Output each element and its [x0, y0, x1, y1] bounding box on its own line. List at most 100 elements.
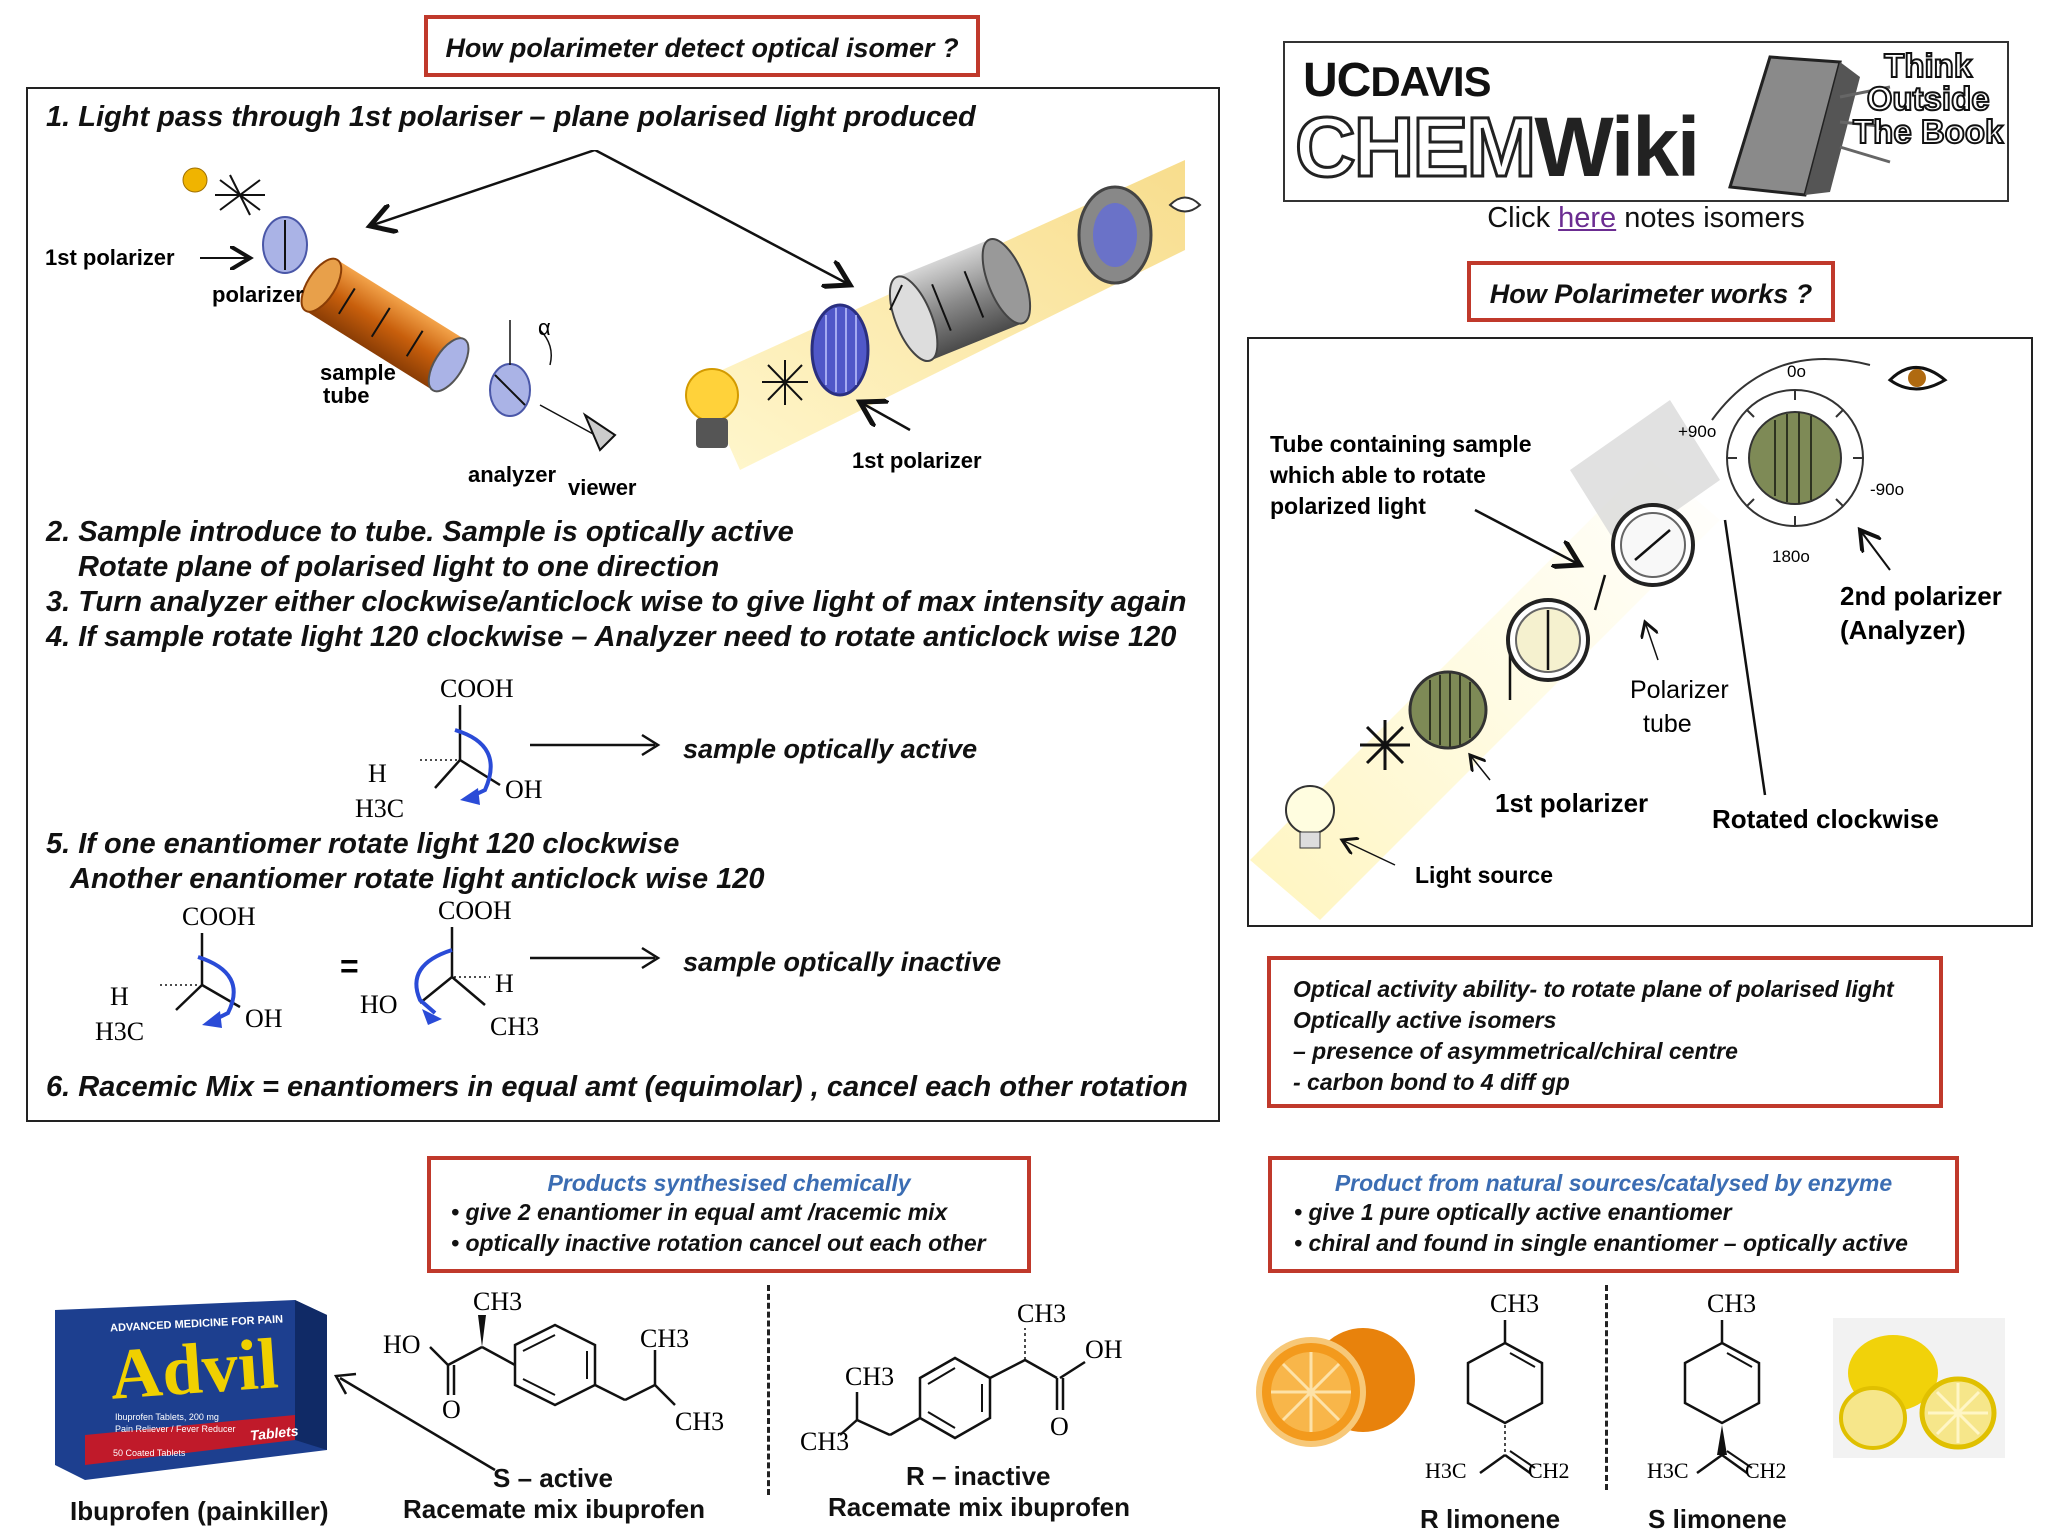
first-polarizer-label-right: 1st polarizer [852, 448, 982, 473]
click-pre: Click [1487, 202, 1559, 234]
rlim-h3c: H3C [1425, 1458, 1467, 1480]
mol1-h3c: H3C [355, 794, 404, 823]
think-outside-book-icon [1728, 55, 1891, 197]
step-6: 6. Racemic Mix = enantiomers in equal am… [46, 1071, 1188, 1103]
analyzer-note-1: 2nd polarizer [1840, 581, 2002, 611]
r-ibuprofen-structure: CH3 CH3 CH3 O OH [800, 1299, 1123, 1456]
polarizer-tube-note-1: Polarizer [1630, 676, 1729, 704]
advil-small-1: Ibuprofen Tablets, 200 mg [115, 1412, 219, 1422]
light-source-bulb-icon [1285, 785, 1335, 835]
chemwiki-logo[interactable]: UCDAVIS CHEMWiki Think Outside The Book [1283, 41, 2009, 202]
tube-note-1: Tube containing sample [1270, 431, 1532, 457]
blue-polarizer-disc [810, 303, 870, 397]
s-active-label: S – active [493, 1463, 613, 1493]
mol3-h: H [495, 969, 514, 998]
orange-image [1256, 1328, 1415, 1447]
mol2-cooh: COOH [182, 902, 256, 931]
left-title-box: How polarimeter detect optical isomer ? [424, 15, 980, 77]
logo-davis: DAVIS [1370, 58, 1491, 105]
tube-note-3: polarized light [1270, 493, 1426, 519]
definition-line-2: Optically active isomers [1293, 1007, 1557, 1033]
logo-uc: UC [1303, 54, 1371, 107]
r-ibu-ch3-b: CH3 [845, 1362, 894, 1391]
left-title: How polarimeter detect optical isomer ? [445, 33, 959, 63]
polarimeter-apparatus-diagram: α 1st polarizer polarizer sample tube an… [45, 150, 1202, 500]
step-5b: Another enantiomer rotate light anticloc… [70, 863, 765, 895]
slim-ch3: CH3 [1707, 1289, 1756, 1318]
equals-sign: = [340, 948, 359, 984]
step-2a: 2. Sample introduce to tube. Sample is o… [46, 516, 794, 548]
synthetic-heading: Products synthesised chemically [547, 1170, 911, 1196]
enantiomer-molecule-1: COOH H OH H3C [355, 674, 543, 823]
arrow-to-advil [333, 1372, 496, 1472]
mol2-h3c: H3C [95, 1017, 144, 1046]
r-ibu-ch3-c: CH3 [1017, 1299, 1066, 1328]
r-ibu-ch3-a: CH3 [800, 1427, 849, 1456]
s-racemate-label: Racemate mix ibuprofen [403, 1494, 705, 1524]
ibuprofen-label: Ibuprofen (painkiller) [70, 1496, 329, 1526]
arrow-inactive [530, 946, 661, 970]
polarizer-tube-note-2: tube [1643, 710, 1692, 738]
step-2b: Rotate plane of polarised light to one d… [78, 551, 720, 583]
advil-count: 50 Coated Tablets [113, 1448, 186, 1458]
mol3-ho: HO [360, 990, 398, 1019]
arrow-active [530, 733, 661, 757]
r-racemate-label: Racemate mix ibuprofen [828, 1492, 1130, 1522]
mol3-cooh: COOH [438, 896, 512, 925]
s-limonene-label: S limonene [1648, 1504, 1787, 1534]
deg-180: 180o [1772, 547, 1810, 566]
s-limonene-structure: CH3 H3C CH2 [1647, 1289, 1787, 1480]
advil-small-2: Pain Reliever / Fever Reducer [115, 1424, 236, 1434]
advil-box-image: ADVANCED MEDICINE FOR PAIN Advil Ibuprof… [55, 1300, 327, 1480]
r-limonene-label: R limonene [1420, 1504, 1561, 1534]
mol1-cooh: COOH [440, 674, 514, 703]
inactive-label: sample optically inactive [683, 947, 1002, 977]
click-post: notes isomers [1616, 202, 1805, 234]
logo-wiki: Wiki [1534, 100, 1700, 194]
viewer-eye-icon [582, 412, 617, 452]
logo-think: Think [1883, 47, 1973, 84]
logo-chem: CHEM [1293, 100, 1537, 194]
divider-limonene [1605, 1285, 1608, 1490]
slim-h3c: H3C [1647, 1458, 1689, 1480]
s-ibu-ch3: CH3 [473, 1287, 522, 1316]
s-ibu-o: O [442, 1395, 461, 1424]
polarimeter-works-diagram: 0o +90o -90o 180o Tube containing sample… [1250, 358, 2002, 920]
here-link[interactable]: here [1558, 202, 1617, 234]
deg-0: 0o [1787, 362, 1806, 381]
definition-box: Optical activity ability- to rotate plan… [1267, 956, 1943, 1108]
polarizer-label: polarizer [212, 282, 304, 307]
natural-heading: Product from natural sources/catalysed b… [1334, 1170, 1893, 1196]
click-here-note: Click here notes isomers [1283, 202, 2009, 235]
eye-icon [1168, 196, 1202, 213]
analyzer-label: analyzer [468, 462, 556, 487]
synthetic-bullet-2: • optically inactive rotation cancel out… [451, 1230, 986, 1256]
sample-label: sample [320, 360, 396, 385]
deg-plus-90: +90o [1678, 422, 1716, 441]
right-title: How Polarimeter works ? [1489, 279, 1813, 309]
right-title-box: How Polarimeter works ? [1467, 261, 1835, 322]
mol3-ch3: CH3 [490, 1012, 539, 1041]
logo-the-book: The Book [1852, 113, 2004, 150]
analyzer-note-2: (Analyzer) [1840, 615, 1966, 645]
r-inactive-label: R – inactive [906, 1461, 1051, 1491]
logo-outside: Outside [1866, 80, 1991, 117]
mol2-oh: OH [245, 1004, 283, 1033]
first-polarizer-disc [1408, 670, 1488, 750]
sample-tube [300, 257, 470, 393]
step-3: 3. Turn analyzer either clockwise/anticl… [46, 586, 1187, 618]
rlim-ch2: CH2 [1528, 1458, 1570, 1480]
step-5a: 5. If one enantiomer rotate light 120 cl… [46, 828, 680, 860]
synthetic-bullet-1: • give 2 enantiomer in equal amt /racemi… [451, 1199, 948, 1225]
rlim-ch3: CH3 [1490, 1289, 1539, 1318]
enantiomer-pair: COOH H OH H3C = COOH HO H CH3 [95, 896, 539, 1046]
mol2-h: H [110, 982, 129, 1011]
tube-label: tube [323, 383, 369, 408]
deg-minus-90: -90o [1870, 480, 1904, 499]
step-1-text: 1. Light pass through 1st polariser – pl… [46, 101, 976, 133]
natural-bullet-1: • give 1 pure optically active enantiome… [1294, 1199, 1732, 1225]
rotated-clockwise-note: Rotated clockwise [1712, 804, 1939, 834]
light-source-note: Light source [1415, 862, 1553, 888]
gray-sample-tube [888, 238, 1032, 362]
slim-ch2: CH2 [1745, 1458, 1787, 1480]
